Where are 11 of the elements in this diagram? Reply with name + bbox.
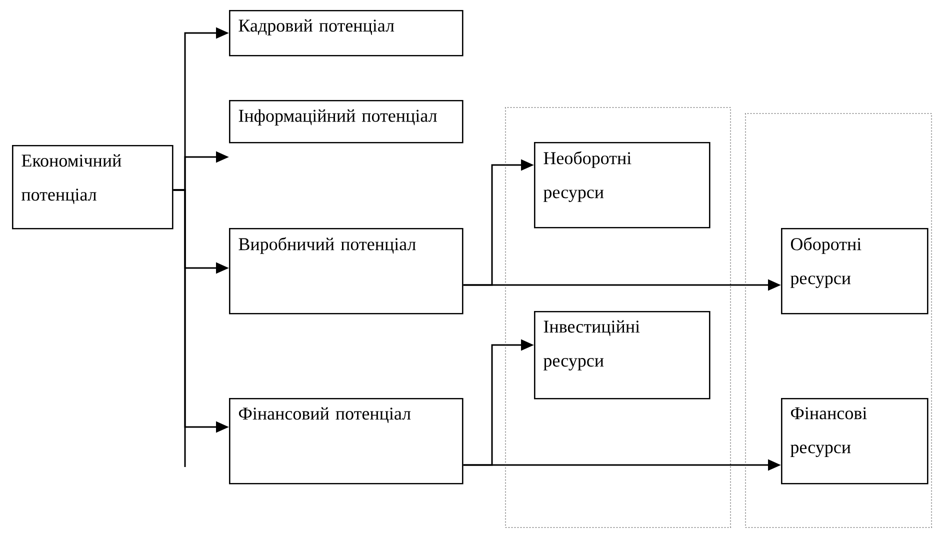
dotted-frame — [505, 107, 731, 528]
dotted-frame — [745, 113, 932, 528]
process-box: Необоротні ресурси — [534, 142, 710, 228]
process-box: Виробничий потенціал — [229, 228, 464, 314]
process-box: Оборотні ресурси — [781, 228, 928, 314]
process-box: Фінансові ресурси — [781, 398, 928, 484]
process-box: Фінансовий потенціал — [229, 398, 464, 484]
process-box: Інформаційний потенціал — [229, 100, 464, 144]
process-box: Інвестиційні ресурси — [534, 311, 710, 400]
process-box: Кадровий потенціал — [229, 10, 464, 56]
process-box: Економічний потенціал — [12, 145, 174, 230]
